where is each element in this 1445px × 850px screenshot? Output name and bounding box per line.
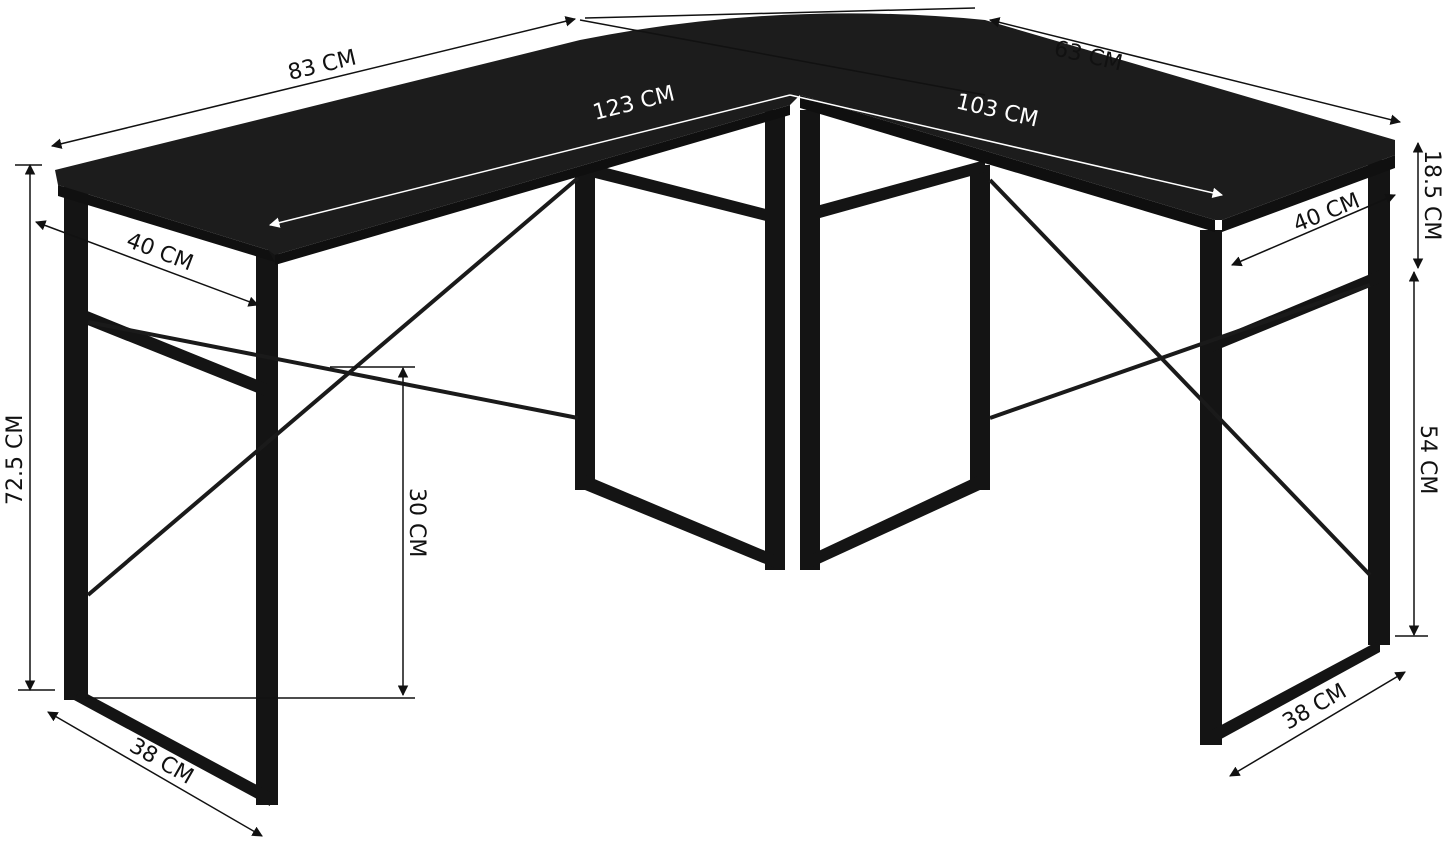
label-40cm-left: 40 CM xyxy=(123,228,197,276)
left-corner-frame xyxy=(575,110,785,570)
label-54cm: 54 CM xyxy=(1415,425,1440,494)
label-72-5cm: 72.5 CM xyxy=(3,415,28,505)
right-corner-frame xyxy=(800,110,990,570)
left-end-frame xyxy=(64,180,278,806)
dimension-lines xyxy=(15,7,1428,837)
label-30cm: 30 CM xyxy=(404,488,429,557)
right-end-frame xyxy=(1200,160,1390,745)
desktop-surface xyxy=(55,13,1395,265)
label-18-5cm: 18.5 CM xyxy=(1419,150,1444,240)
